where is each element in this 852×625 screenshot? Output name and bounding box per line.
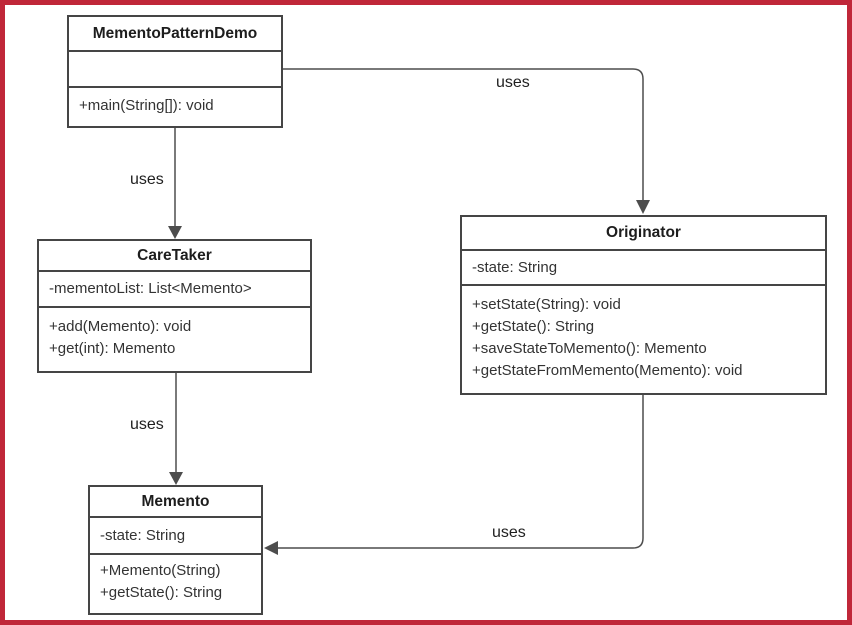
class-title: Memento <box>90 487 261 518</box>
attribute: -mementoList: List<Memento> <box>49 280 252 297</box>
edge-label-originator-memento: uses <box>490 524 528 542</box>
class-title: MementoPatternDemo <box>69 17 281 52</box>
class-attributes: -state: String <box>90 518 261 555</box>
class-title: Originator <box>462 217 825 251</box>
edge-originator-to-memento <box>264 395 644 555</box>
class-attributes: -mementoList: List<Memento> <box>39 272 310 308</box>
class-memento-pattern-demo: MementoPatternDemo +main(String[]): void <box>67 15 283 128</box>
arrowhead-left-icon <box>264 541 278 555</box>
attribute: -state: String <box>472 258 558 276</box>
arrowhead-down-icon <box>636 200 650 214</box>
method: +setState(String): void <box>472 295 621 313</box>
class-originator: Originator -state: String +setState(Stri… <box>460 215 827 395</box>
class-attributes-empty <box>69 52 281 88</box>
class-care-taker: CareTaker -mementoList: List<Memento> +a… <box>37 239 312 373</box>
method: +getState(): String <box>472 317 595 335</box>
class-attributes: -state: String <box>462 251 825 286</box>
method: +getState(): String <box>100 584 223 601</box>
edge-label-demo-originator: uses <box>494 74 532 92</box>
method: +main(String[]): void <box>79 97 214 114</box>
class-methods: +Memento(String) +getState(): String <box>90 555 261 609</box>
class-methods: +main(String[]): void <box>69 88 281 124</box>
method: +Memento(String) <box>100 562 221 579</box>
method: +saveStateToMemento(): Memento <box>472 339 707 357</box>
edge-demo-to-caretaker <box>168 128 182 239</box>
edge-caretaker-to-memento <box>169 373 183 485</box>
class-title: CareTaker <box>39 241 310 272</box>
class-memento: Memento -state: String +Memento(String) … <box>88 485 263 615</box>
arrowhead-down-icon <box>168 226 182 239</box>
edge-label-demo-caretaker: uses <box>128 171 166 189</box>
class-methods: +setState(String): void +getState(): Str… <box>462 286 825 389</box>
method: +add(Memento): void <box>49 317 192 335</box>
class-methods: +add(Memento): void +get(int): Memento <box>39 308 310 367</box>
method: +get(int): Memento <box>49 339 176 357</box>
attribute: -state: String <box>100 526 186 544</box>
edge-label-caretaker-memento: uses <box>128 416 166 434</box>
arrowhead-down-icon <box>169 472 183 485</box>
edge-demo-to-originator <box>283 68 650 214</box>
method: +getStateFromMemento(Memento): void <box>472 361 743 379</box>
